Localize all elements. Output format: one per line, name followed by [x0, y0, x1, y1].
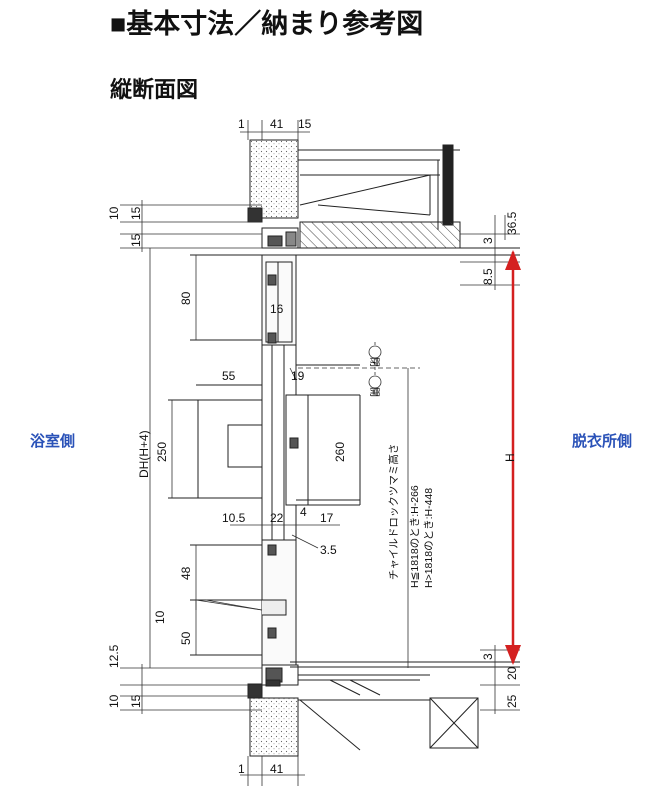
section-title: 縦断面図: [110, 77, 199, 102]
dim-right-h: H: [503, 453, 517, 462]
bottom-rail: [261, 661, 520, 696]
open-close-indicator: [368, 345, 382, 389]
dim-50: 50: [179, 631, 193, 645]
dim-22: 22: [270, 511, 284, 525]
dim-right-25: 25: [505, 694, 519, 708]
dim-55: 55: [222, 369, 236, 383]
bottom-wall: [247, 683, 479, 757]
dim-3-5: 3.5: [320, 543, 337, 557]
dressing-room-side-label: 脱衣所側: [572, 433, 633, 450]
dim-dh: DH(H+4): [137, 430, 151, 478]
close-mark: 閉: [368, 357, 380, 367]
dim-right-36-5: 36.5: [505, 211, 519, 235]
dim-4: 4: [300, 505, 307, 519]
dim-left-10d: 10: [107, 694, 121, 708]
dim-right-3a: 3: [481, 237, 495, 244]
dim-left-15d: 15: [129, 694, 143, 708]
dim-left-10a: 10: [107, 206, 121, 220]
lock-note-line2: H>1818のとき:H-448: [423, 488, 435, 588]
dim-19: 19: [291, 369, 305, 383]
dim-bot-1: 1: [238, 762, 245, 776]
dim-17: 17: [320, 511, 334, 525]
dim-right-20: 20: [505, 666, 519, 680]
top-rail: [261, 227, 299, 249]
dim-left-15b: 15: [129, 233, 143, 247]
dim-250: 250: [155, 442, 169, 462]
dim-10c: 10: [153, 610, 167, 624]
dim-48: 48: [179, 566, 193, 580]
dim-10-5: 10.5: [222, 511, 246, 525]
dim-left-80: 80: [179, 291, 193, 305]
lock-note-line1: H≦1818のとき:H-266: [409, 485, 421, 588]
page-title: ■基本寸法／納まり参考図: [110, 9, 424, 39]
dim-top-41: 41: [270, 117, 284, 131]
dim-right-8-5: 8.5: [481, 268, 495, 285]
bathroom-side-label: 浴室側: [30, 433, 76, 450]
dim-top-15: 15: [298, 117, 312, 131]
dim-left-15a: 15: [129, 206, 143, 220]
open-mark: 開: [368, 387, 380, 397]
dim-right-3b: 3: [481, 653, 495, 660]
lock-note-title: チャイルドロックツマミ高さ: [387, 444, 400, 580]
dim-12-5: 12.5: [107, 644, 121, 668]
dim-bot-41: 41: [270, 762, 284, 776]
door-panel: [168, 254, 361, 675]
dim-16: 16: [270, 302, 284, 316]
dim-top-1: 1: [238, 117, 245, 131]
dim-260: 260: [333, 442, 347, 462]
